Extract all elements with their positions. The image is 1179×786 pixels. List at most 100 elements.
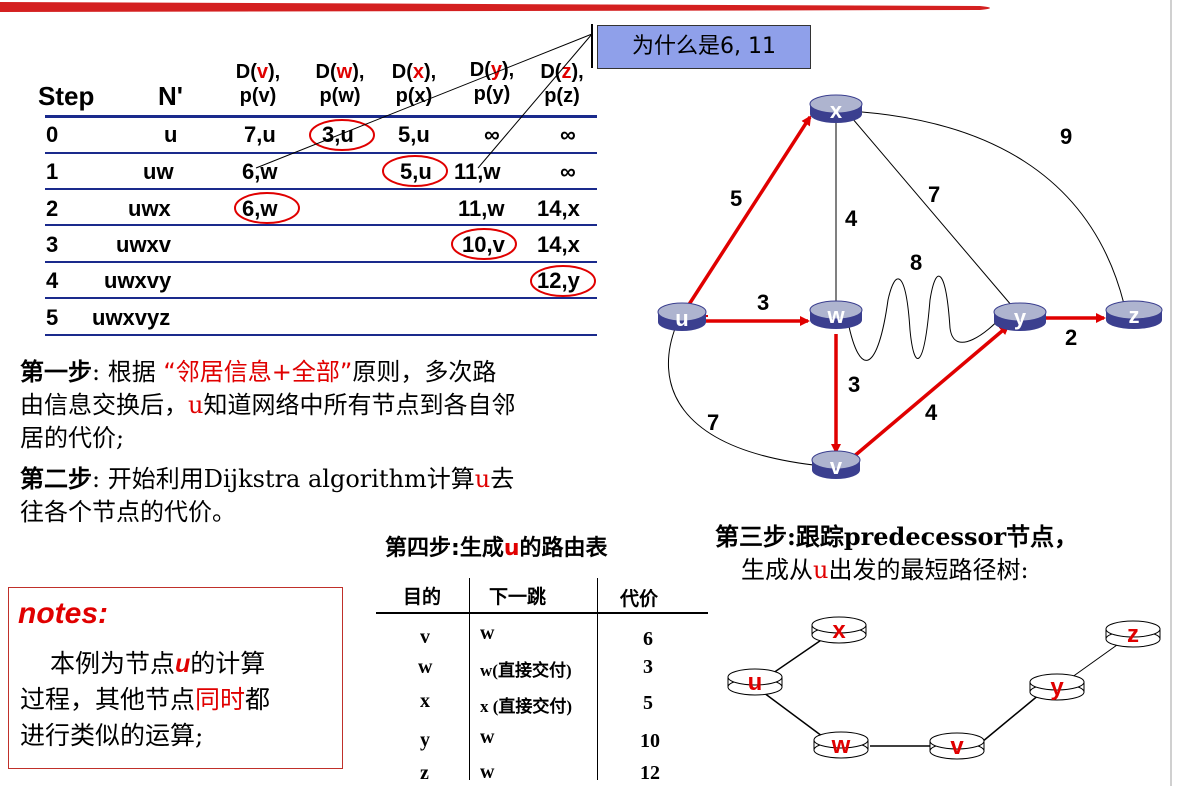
router-node-z: z xyxy=(1105,300,1163,329)
rt-header-dest: 目的 xyxy=(403,586,442,608)
top-decor-bar xyxy=(0,2,990,12)
row3-step: 3 xyxy=(46,232,59,257)
row3-z: 14,x xyxy=(537,232,580,257)
row1-x: 5,u xyxy=(400,159,432,184)
col-y-header: D(y),p(y) xyxy=(469,59,515,105)
step3-text: 第三步:跟踪predecessor节点， 生成从u出发的最短路径树: xyxy=(715,522,1079,584)
row0-n: u xyxy=(164,122,178,147)
edge-x-z xyxy=(861,111,1125,305)
tree-node-w: w xyxy=(813,731,869,759)
table-row-rule xyxy=(45,261,597,263)
row0-x: 5,u xyxy=(398,122,430,147)
router-node-x: x xyxy=(809,94,863,123)
svg-text:u: u xyxy=(748,669,763,696)
edge-label-x-y: 7 xyxy=(928,182,940,207)
svg-text:w: w xyxy=(831,732,851,759)
col-z-header: D(z),p(z) xyxy=(540,61,584,107)
router-label-y: y xyxy=(1014,305,1027,330)
tree-node-v: v xyxy=(929,732,985,760)
row0-w: 3,u xyxy=(322,122,354,147)
right-edge-line xyxy=(1170,0,1172,786)
tree-node-u: u xyxy=(727,668,783,696)
router-node-v: v xyxy=(811,450,861,479)
step4-title: 第四步:生成u的路由表 xyxy=(385,536,608,561)
row5-n: uwxvyz xyxy=(92,305,171,330)
row1-v: 6,w xyxy=(242,159,278,184)
rt-row2-cost: 5 xyxy=(643,692,653,714)
row0-y: ∞ xyxy=(484,122,500,147)
rt-row3-cost: 10 xyxy=(640,730,660,752)
router-node-w: w xyxy=(809,300,863,329)
row4-z: 12,y xyxy=(537,268,580,293)
col-w-header: D(w),p(w) xyxy=(315,61,365,107)
router-label-v: v xyxy=(830,454,843,479)
edge-label-w-v: 3 xyxy=(848,372,860,397)
router-label-w: w xyxy=(826,303,845,328)
tree-node-x: x xyxy=(811,616,867,644)
rt-row2-next: x (直接交付) xyxy=(480,697,573,716)
rt-row1-cost: 3 xyxy=(643,656,653,678)
rt-header-cost: 代价 xyxy=(620,588,659,610)
row1-step: 1 xyxy=(46,159,59,184)
router-node-y: y xyxy=(993,302,1047,331)
edge-label-u-w: 3 xyxy=(757,290,769,315)
notes-text: 本例为节点u的计算 过程，其他节点同时都 进行类似的运算; xyxy=(20,649,271,750)
table-row-rule xyxy=(45,188,597,190)
tree-link-y-z xyxy=(1067,639,1125,681)
rt-row2-dest: x xyxy=(420,690,430,712)
edge-label-u-v: 7 xyxy=(707,410,719,435)
row2-z: 14,x xyxy=(537,196,580,221)
highlight-circle xyxy=(530,265,596,297)
tree-node-y: y xyxy=(1029,673,1085,701)
row0-z: ∞ xyxy=(560,122,576,147)
rt-row4-next: w xyxy=(480,761,495,783)
row3-y: 10,v xyxy=(462,232,505,257)
tree-edge-u-x xyxy=(686,115,812,307)
rt-row4-cost: 12 xyxy=(640,762,660,784)
edge-label-w-y: 8 xyxy=(910,250,922,275)
router-label-x: x xyxy=(830,98,843,123)
row4-n: uwxvy xyxy=(104,268,172,293)
svg-text:x: x xyxy=(832,617,846,644)
rt-row0-dest: v xyxy=(420,626,430,648)
svg-text:z: z xyxy=(1127,621,1139,648)
rt-row3-dest: y xyxy=(420,729,430,751)
callout-leader-line xyxy=(255,33,593,169)
rt-col-divider xyxy=(597,578,598,780)
table-row-rule xyxy=(45,334,597,336)
svg-text:y: y xyxy=(1050,674,1064,701)
table-row-rule xyxy=(45,152,597,154)
row0-step: 0 xyxy=(46,122,59,147)
col-np-header: N' xyxy=(158,81,183,111)
row1-n: uw xyxy=(143,159,174,184)
table-row-rule xyxy=(45,224,597,226)
edge-w-y xyxy=(847,275,1001,361)
row2-n: uwx xyxy=(128,196,171,221)
tree-link-v-y xyxy=(981,693,1041,743)
row1-y: 11,w xyxy=(454,159,501,184)
row1-z: ∞ xyxy=(560,159,576,184)
col-v-header: D(v),p(v) xyxy=(235,61,281,107)
tree-link-u-w xyxy=(759,689,831,743)
tree-edge-v-y xyxy=(850,324,1010,460)
rt-header-rule xyxy=(376,612,708,614)
router-node-u: u xyxy=(657,302,707,331)
edge-u-v xyxy=(667,325,823,467)
callout-leader-line xyxy=(477,33,593,169)
shortest-path-tree: x z u y w v xyxy=(727,616,1161,760)
row2-v: 6,w xyxy=(242,196,278,221)
edge-x-y xyxy=(851,117,1013,307)
row2-step: 2 xyxy=(46,196,59,221)
edge-label-u-x: 5 xyxy=(730,186,742,211)
row5-step: 5 xyxy=(46,305,59,330)
step2-text: 第二步: 开始利用Dijkstra algorithm计算u去 往各个节点的代价… xyxy=(20,465,515,526)
router-label-z: z xyxy=(1129,303,1140,328)
rt-row4-dest: z xyxy=(420,762,429,784)
row3-n: uwxv xyxy=(116,232,172,257)
tree-node-z: z xyxy=(1105,620,1161,648)
rt-row1-dest: w xyxy=(418,656,433,678)
col-step-header: Step xyxy=(38,81,95,111)
edge-label-y-z: 2 xyxy=(1065,325,1077,350)
step1-text: 第一步: 根据 “邻居信息+全部”原则，多次路 由信息交换后，u知道网络中所有节… xyxy=(20,358,516,452)
